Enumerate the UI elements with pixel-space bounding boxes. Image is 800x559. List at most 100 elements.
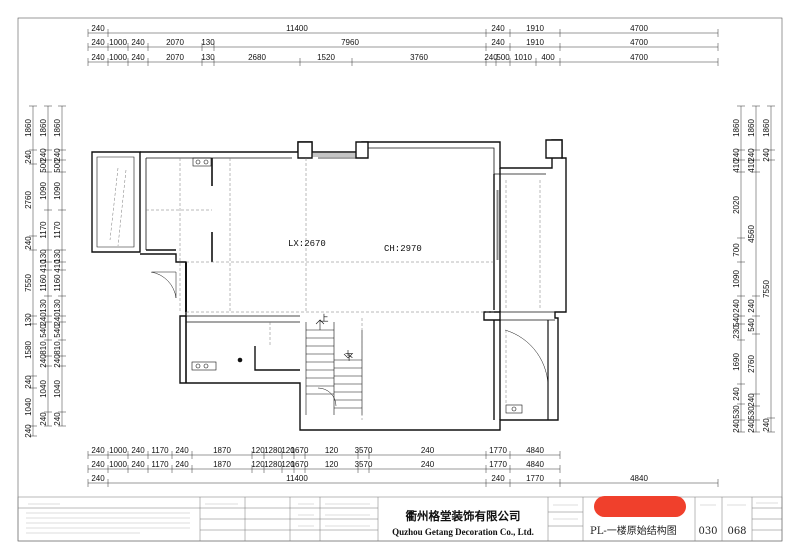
dim-top-2-6: 240 [491,38,505,47]
title-block [17,496,783,542]
beam-dashed-lines [109,158,541,420]
dim-right-1-7: 540 [732,313,741,327]
stair-down-label: 下 [345,352,354,362]
dim-right-2-8: 530 [747,406,756,420]
company-name-en: Quzhou Getang Decoration Co., Ltd. [392,527,534,537]
staircase [305,319,363,415]
dim-right-2-3: 4560 [747,225,756,243]
dim-right-2-1: 240 [747,148,756,162]
dim-left-2-11: 810 [39,341,48,355]
dim-left-2-2: 500 [39,159,48,173]
door-arc-left [150,271,177,299]
fixtures [191,157,523,414]
dim-bot-2-1: 1000 [109,460,127,469]
dim-bot-1-2: 240 [131,446,145,455]
dim-top-3-6: 1520 [317,53,335,62]
dim-bot-2-13: 1770 [489,460,507,469]
dim-left-2-13: 1040 [39,380,48,398]
door-frame-left [152,271,177,298]
dim-right-3-2: 7550 [762,280,771,298]
dim-bot-3-2: 240 [491,474,505,483]
dim-top-1-0: 240 [91,24,105,33]
dim-left-2-9: 240 [39,312,48,326]
dim-left-1-8: 1040 [24,398,33,416]
dim-top-1-2: 240 [491,24,505,33]
dim-left-1-4: 7550 [24,274,33,292]
dim-bot-3-0: 240 [91,474,105,483]
dim-left-3-3: 1090 [53,182,62,200]
dim-bot-3-4: 4840 [630,474,648,483]
dim-top-3-4: 130 [201,53,215,62]
dim-bot-1-14: 4840 [526,446,544,455]
dim-left-3-11: 810 [53,341,62,355]
room-label-lx: LX:2670 [288,239,326,249]
sheet-number: 030 [698,526,717,537]
dim-left-3-9: 240 [53,312,62,326]
dim-top-3-10: 1010 [514,53,532,62]
dim-top-1-3: 1910 [526,24,544,33]
dim-left-3-1: 240 [53,148,62,162]
beam-line [186,315,300,323]
dim-bot-1-12: 240 [421,446,435,455]
dim-left-1-6: 1580 [24,341,33,359]
dim-left-2-5: 130 [39,249,48,263]
dim-right-1-3: 2020 [732,196,741,214]
dim-bot-1-8: 120 [281,446,295,455]
dim-bot-1-4: 240 [175,446,189,455]
dim-bot-2-8: 120 [281,460,295,469]
dim-top-3-3: 2070 [166,53,184,62]
dim-bot-1-11: 3570 [355,446,373,455]
dim-right-1-1: 240 [732,148,741,162]
dim-left-1-1: 240 [24,150,33,164]
window-right [496,190,499,260]
dim-left-2-7: 1160 [39,274,48,292]
dim-left-2-1: 240 [39,148,48,162]
dim-left-2-8: 130 [39,299,48,313]
dim-bot-2-9: 1670 [291,460,309,469]
dim-left-2-12: 240 [39,354,48,368]
dim-right-2-6: 2760 [747,355,756,373]
dim-right-1-5: 1090 [732,270,741,288]
dim-bot-2-6: 120 [251,460,265,469]
dim-left-2-4: 1170 [39,221,48,239]
dim-right-2-9: 240 [747,419,756,433]
column-2 [545,139,563,159]
dim-top-2-8: 4700 [630,38,648,47]
dim-bot-3-3: 1770 [526,474,544,483]
dim-right-2-0: 1860 [747,119,756,137]
dim-right-2-4: 240 [747,299,756,313]
dim-top-2-3: 2070 [166,38,184,47]
wall-8 [500,311,566,321]
dim-right-2-5: 540 [747,318,756,332]
dim-left-3-4: 1170 [53,221,62,239]
title-block-fine-print [26,502,778,534]
dim-bot-2-10: 120 [325,460,339,469]
dim-top-3-0: 240 [91,53,105,62]
dim-bot-2-14: 4840 [526,460,544,469]
dim-top-1-4: 4700 [630,24,648,33]
stair-up-label: 上 [320,313,329,323]
dim-left-3-6: 410 [53,259,62,273]
dim-bot-2-11: 3570 [355,460,373,469]
dim-bot-1-10: 120 [325,446,339,455]
room-label-ch: CH:2970 [384,244,422,254]
dim-right-2-2: 410 [747,159,756,173]
wall-6 [493,168,501,312]
dim-top-3-12: 4700 [630,53,648,62]
dim-left-1-0: 1860 [24,119,33,137]
dim-bot-1-7: 1280 [264,446,282,455]
dim-right-3-0: 1860 [762,119,771,137]
outer-wall-inner [145,147,546,250]
dim-left-2-14: 240 [39,412,48,426]
dim-bot-1-9: 1670 [291,446,309,455]
dim-right-1-9: 1690 [732,353,741,371]
dim-right-1-4: 700 [732,243,741,257]
outer-wall [140,139,567,431]
dim-left-1-3: 240 [24,236,33,250]
dim-right-3-3: 240 [762,418,771,432]
window-top [312,153,356,157]
dim-bot-2-7: 1280 [264,460,282,469]
dim-top-3-1: 1000 [109,53,127,62]
